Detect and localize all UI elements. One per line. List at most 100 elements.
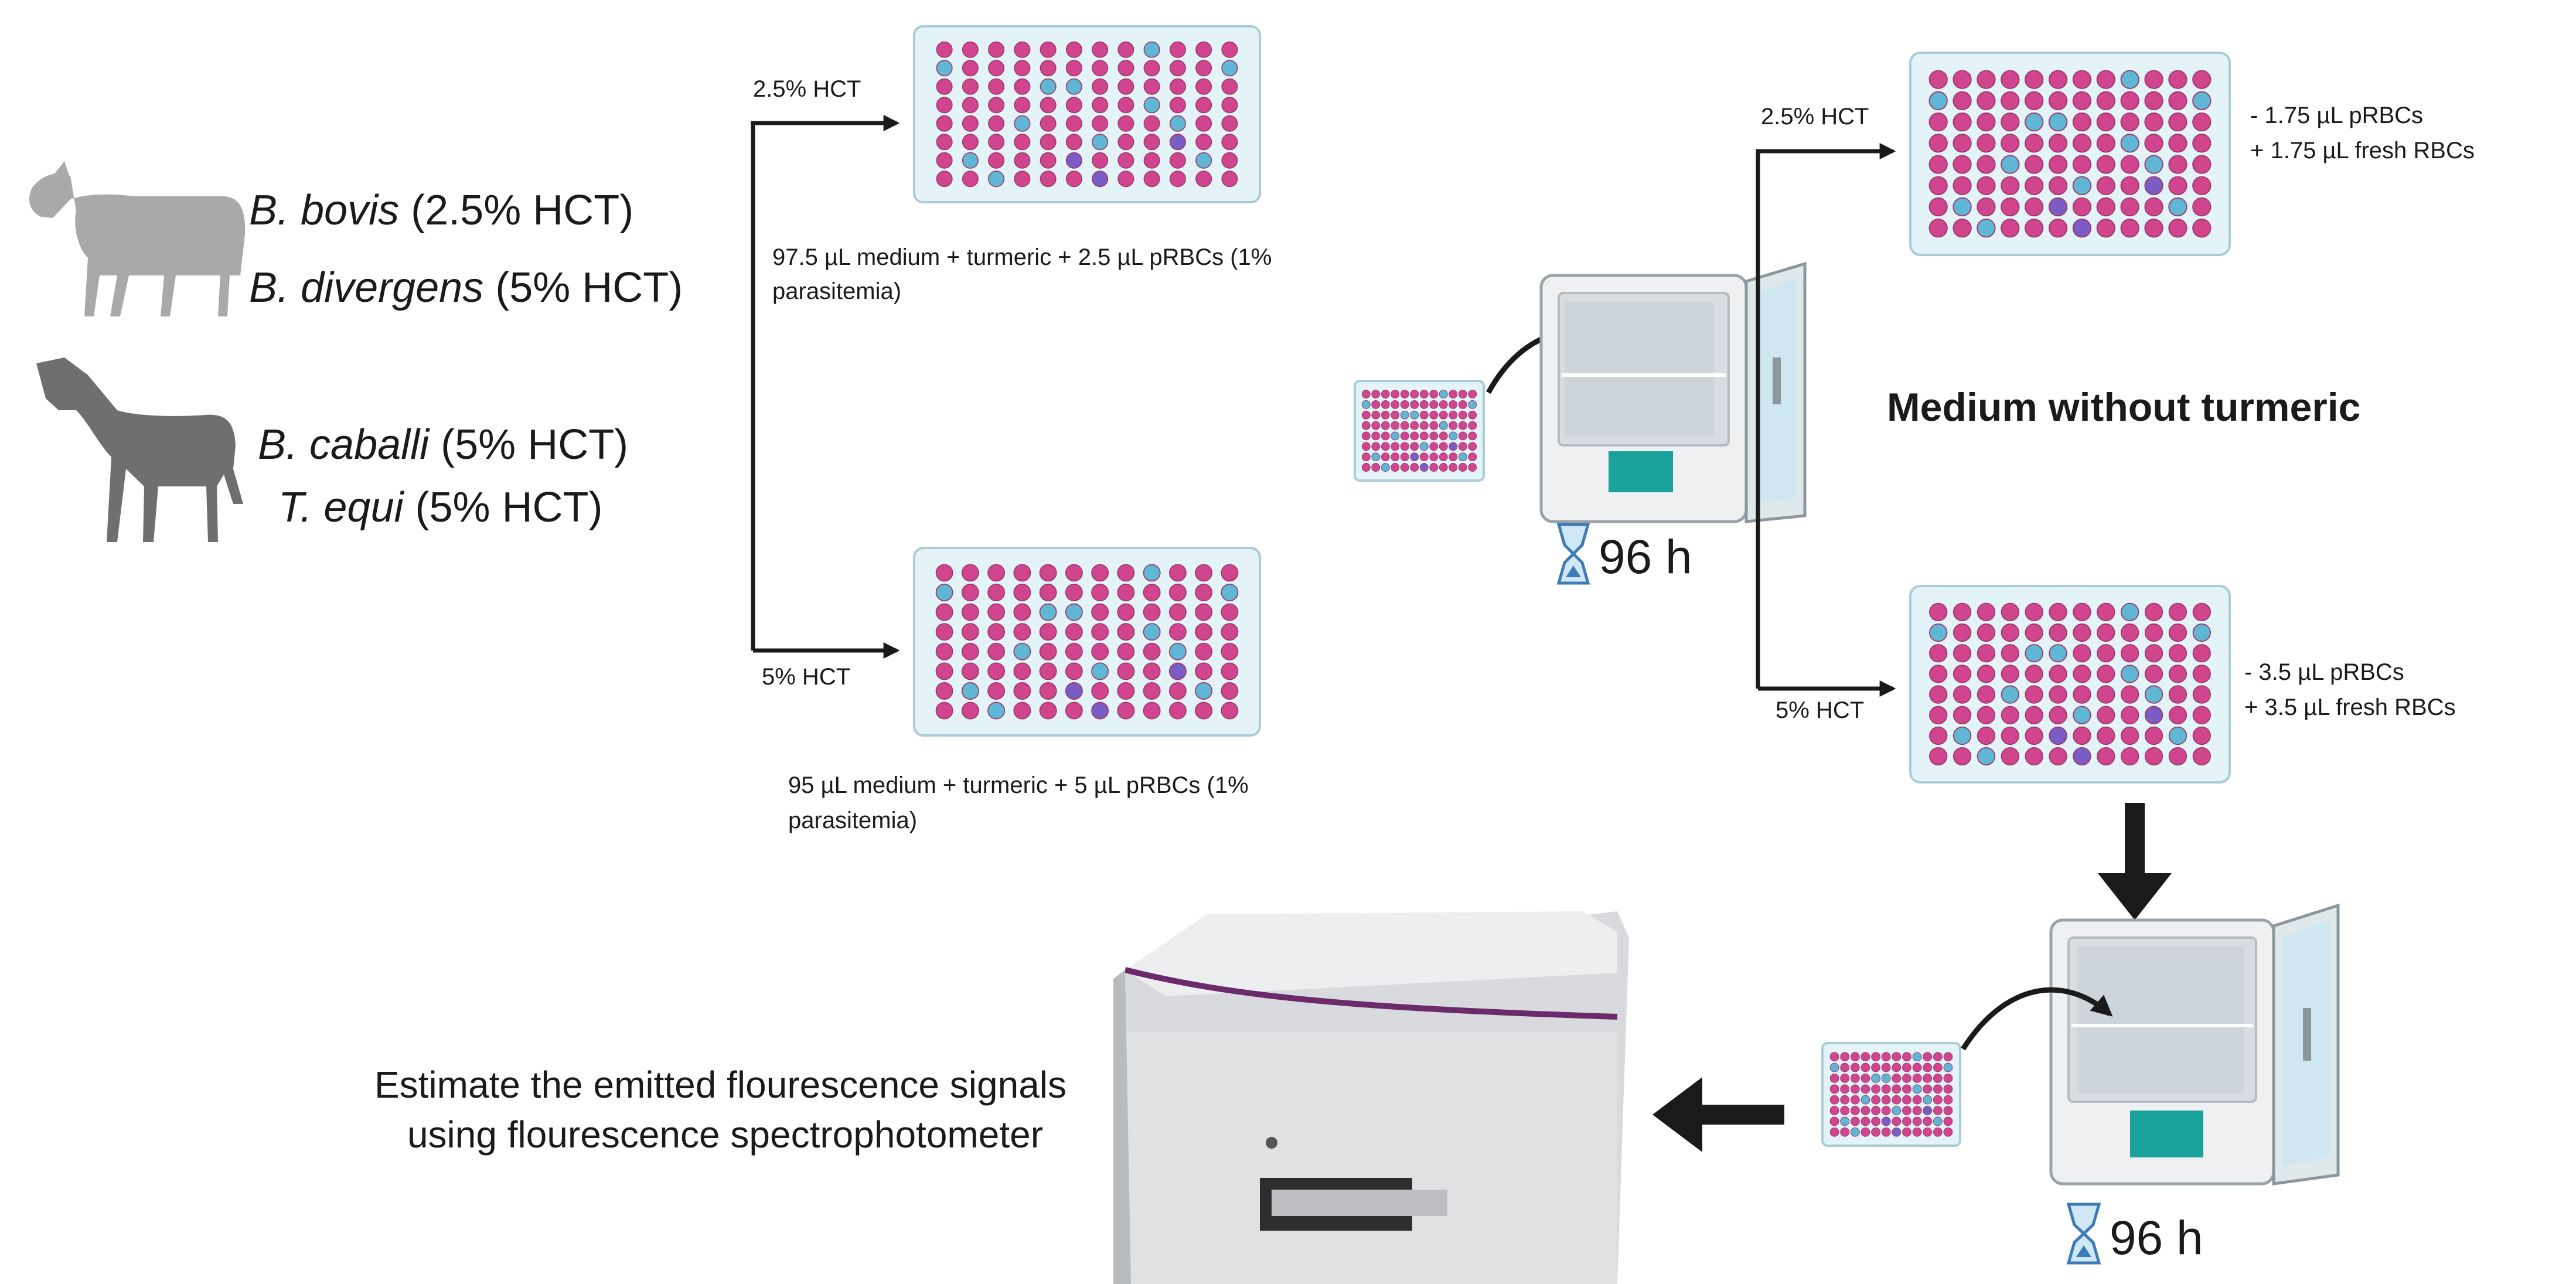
well bbox=[1371, 421, 1381, 430]
exchange-note-top-line2: + 1.75 µL fresh RBCs bbox=[2250, 138, 2475, 164]
well bbox=[1977, 197, 1996, 217]
well bbox=[2072, 113, 2092, 132]
well bbox=[1912, 1062, 1922, 1072]
well bbox=[2144, 602, 2163, 622]
well bbox=[1458, 442, 1467, 451]
well bbox=[1143, 152, 1160, 169]
well bbox=[1361, 431, 1371, 441]
well bbox=[987, 662, 1006, 680]
well bbox=[1419, 463, 1429, 472]
well bbox=[1117, 603, 1135, 621]
well bbox=[1092, 152, 1109, 169]
well bbox=[1091, 564, 1109, 582]
organism-bovis: B. bovis (2.5% HCT) bbox=[249, 187, 633, 234]
well bbox=[961, 603, 979, 621]
branch-label-top-right: 2.5% HCT bbox=[1761, 104, 1869, 130]
well bbox=[2049, 747, 2067, 766]
well bbox=[988, 134, 1005, 151]
well bbox=[2097, 623, 2115, 642]
well bbox=[1410, 463, 1419, 472]
well bbox=[2168, 747, 2187, 766]
well bbox=[2192, 155, 2212, 174]
well bbox=[2025, 91, 2044, 111]
well bbox=[1850, 1106, 1860, 1115]
well bbox=[961, 682, 979, 700]
well bbox=[1933, 1106, 1943, 1115]
well bbox=[2192, 176, 2212, 195]
well bbox=[2121, 726, 2139, 745]
well bbox=[1977, 747, 1996, 766]
well bbox=[1829, 1052, 1839, 1062]
well bbox=[1143, 584, 1161, 601]
well bbox=[2025, 644, 2043, 663]
well bbox=[1195, 152, 1212, 169]
well bbox=[1928, 155, 1948, 174]
well bbox=[1221, 97, 1238, 114]
well bbox=[987, 584, 1006, 601]
hourglass-icon-2 bbox=[2066, 1203, 2101, 1265]
well bbox=[1091, 682, 1109, 700]
well bbox=[1892, 1106, 1902, 1115]
well bbox=[2049, 665, 2067, 683]
well bbox=[1928, 134, 1948, 153]
well bbox=[2192, 665, 2211, 683]
well bbox=[1040, 97, 1057, 114]
well bbox=[1977, 176, 1996, 195]
well bbox=[1943, 1106, 1953, 1115]
well bbox=[935, 682, 953, 700]
well bbox=[2168, 726, 2187, 745]
well bbox=[1439, 452, 1448, 462]
well bbox=[1840, 1106, 1850, 1115]
well bbox=[1923, 1084, 1933, 1094]
well bbox=[2073, 726, 2091, 745]
well bbox=[1953, 726, 1972, 745]
well bbox=[1014, 41, 1031, 58]
well bbox=[1419, 421, 1429, 430]
well bbox=[1195, 584, 1213, 601]
well bbox=[1902, 1095, 1911, 1105]
well bbox=[1195, 78, 1212, 95]
well bbox=[1013, 701, 1031, 720]
well bbox=[1953, 113, 1972, 132]
well bbox=[1977, 113, 1996, 132]
well bbox=[1881, 1062, 1891, 1072]
well bbox=[1933, 1116, 1943, 1126]
well bbox=[1143, 682, 1161, 700]
well bbox=[1117, 171, 1134, 188]
well bbox=[1400, 431, 1409, 441]
well bbox=[1039, 584, 1057, 601]
well bbox=[2144, 726, 2163, 745]
well bbox=[962, 41, 979, 58]
well bbox=[1923, 1074, 1933, 1083]
well bbox=[2096, 219, 2115, 238]
well bbox=[2048, 134, 2068, 153]
well bbox=[1117, 662, 1135, 680]
well bbox=[2073, 685, 2091, 704]
well bbox=[1977, 134, 1996, 153]
well bbox=[1039, 701, 1057, 720]
well bbox=[1943, 1127, 1953, 1137]
well bbox=[2001, 665, 2019, 683]
well bbox=[1065, 584, 1083, 601]
well bbox=[1381, 410, 1390, 420]
well bbox=[1169, 41, 1186, 58]
well bbox=[1840, 1062, 1850, 1072]
exchange-note-bottom-line1: - 3.5 µL pRBCs bbox=[2244, 659, 2404, 685]
well bbox=[2096, 155, 2115, 174]
well bbox=[1912, 1095, 1922, 1105]
well bbox=[988, 152, 1005, 169]
well bbox=[2144, 155, 2163, 174]
well bbox=[2073, 644, 2091, 663]
well bbox=[1381, 463, 1390, 472]
well bbox=[935, 584, 953, 601]
well bbox=[2025, 134, 2044, 153]
well bbox=[1391, 431, 1400, 441]
well bbox=[1065, 171, 1082, 188]
well bbox=[2144, 134, 2163, 153]
well bbox=[1458, 400, 1467, 409]
well bbox=[1195, 642, 1213, 660]
well bbox=[1871, 1074, 1880, 1083]
well bbox=[1092, 171, 1109, 188]
well bbox=[2144, 70, 2163, 89]
well bbox=[2121, 747, 2139, 766]
